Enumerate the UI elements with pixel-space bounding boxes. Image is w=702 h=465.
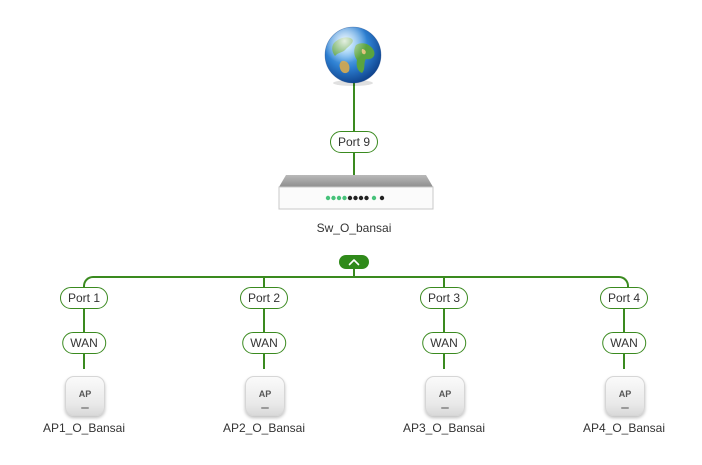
ap1-link-b (83, 353, 85, 369)
ap4-link-a (623, 306, 625, 332)
switch-icon[interactable] (278, 174, 434, 210)
collapse-button[interactable] (339, 255, 369, 269)
ap1-device-icon[interactable]: AP (65, 376, 105, 416)
ap4-port-label: Port 4 (599, 287, 649, 309)
ap3-link-a (443, 306, 445, 332)
ap3-interface-label: WAN (422, 332, 466, 354)
ap1-name: AP1_O_Bansai (42, 421, 126, 435)
ap2-link-a (263, 306, 265, 332)
ap-badge: AP (438, 389, 452, 399)
uplink-line-bottom (353, 153, 355, 175)
ap-badge: AP (78, 389, 92, 399)
ap2-link-b (263, 353, 265, 369)
ap-badge: AP (258, 389, 272, 399)
ap3-port-label: Port 3 (419, 287, 469, 309)
globe-icon[interactable] (322, 25, 384, 87)
ap2-interface-label: WAN (242, 332, 286, 354)
ap3-device-icon[interactable]: AP (425, 376, 465, 416)
chevron-up-icon (348, 259, 360, 266)
ap4-device-icon[interactable]: AP (605, 376, 645, 416)
ap3-name: AP3_O_Bansai (402, 421, 486, 435)
ap1-link-a (83, 306, 85, 332)
uplink-line-top (353, 82, 355, 132)
switch-name: Sw_O_bansai (316, 221, 392, 235)
ap1-port-label: Port 1 (59, 287, 109, 309)
uplink-port-label: Port 9 (329, 131, 379, 153)
ap2-name: AP2_O_Bansai (222, 421, 306, 435)
ap4-name: AP4_O_Bansai (582, 421, 666, 435)
ap3-link-b (443, 353, 445, 369)
ap4-interface-label: WAN (602, 332, 646, 354)
branch-line-3 (443, 276, 445, 288)
ap-badge: AP (618, 389, 632, 399)
ap1-interface-label: WAN (62, 332, 106, 354)
ap2-port-label: Port 2 (239, 287, 289, 309)
trunk-line (353, 268, 355, 277)
ap4-link-b (623, 353, 625, 369)
branch-bus (83, 276, 629, 290)
ap2-device-icon[interactable]: AP (245, 376, 285, 416)
branch-line-2 (263, 276, 265, 288)
